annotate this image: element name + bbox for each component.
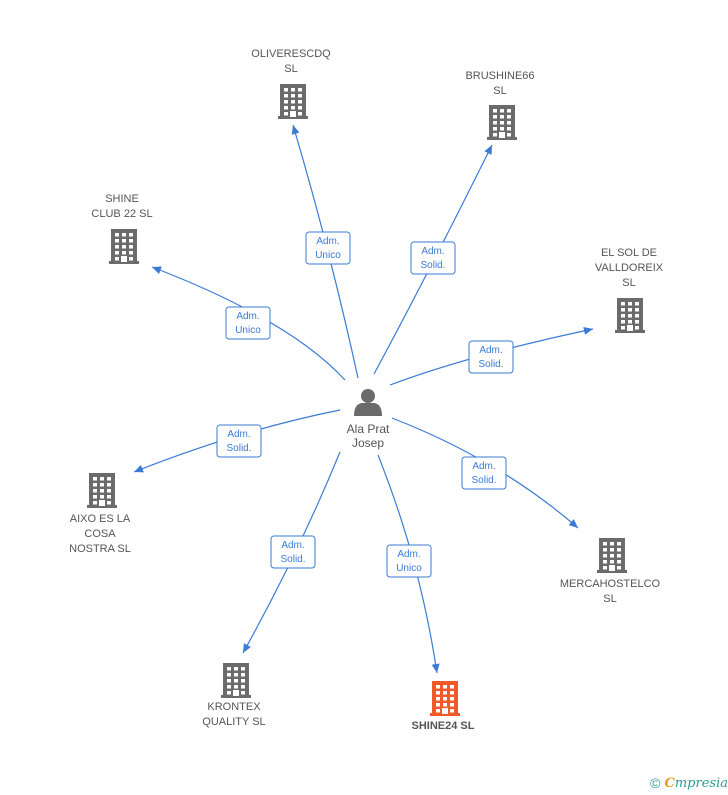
arrowhead-icon <box>484 145 492 155</box>
brand-logo: Cmpresia <box>664 775 728 791</box>
company-name-line: BRUSHINE66 <box>465 70 534 82</box>
building-icon[interactable] <box>109 229 139 264</box>
role-label-oliverescdq[interactable]: Adm. Unico <box>305 231 351 265</box>
role-label-brushine66[interactable]: Adm. Solid. <box>410 241 456 275</box>
svg-text:Unico: Unico <box>315 250 341 261</box>
svg-text:Solid.: Solid. <box>420 260 445 271</box>
company-name-line: AIXO ES LA <box>70 513 131 525</box>
building-icon[interactable] <box>430 681 460 716</box>
arrowhead-icon <box>291 125 300 135</box>
company-name-line: SL <box>493 85 506 97</box>
svg-text:Adm.: Adm. <box>227 429 250 440</box>
company-name-line: SL <box>284 63 297 75</box>
svg-text:Adm.: Adm. <box>479 345 502 356</box>
company-name-line: NOSTRA SL <box>69 543 131 555</box>
company-node-el-sol-de-valldoreix[interactable]: EL SOL DE VALLDOREIX SL <box>595 247 664 333</box>
role-label-shine-club-22[interactable]: Adm. Unico <box>225 306 271 340</box>
footer-branding: © Cmpresia <box>650 775 728 791</box>
company-name-line: SL <box>603 593 616 605</box>
role-label-shine24[interactable]: Adm. Unico <box>386 544 432 578</box>
svg-text:Solid.: Solid. <box>226 443 251 454</box>
building-icon[interactable] <box>597 538 627 573</box>
company-node-shine-club-22[interactable]: SHINE CLUB 22 SL <box>91 193 153 264</box>
company-node-aixo-es-la-cosa-nostra[interactable]: AIXO ES LA COSA NOSTRA SL <box>69 473 131 555</box>
company-node-krontex-quality[interactable]: KRONTEX QUALITY SL <box>202 663 266 728</box>
arrowhead-icon <box>134 464 144 473</box>
company-node-shine24[interactable]: SHINE24 SL <box>412 681 475 732</box>
person-name-line: Josep <box>352 436 384 450</box>
company-name-line: MERCAHOSTELCO <box>560 578 661 590</box>
company-node-oliverescdq[interactable]: OLIVERESCDQ SL <box>251 48 331 119</box>
svg-text:Adm.: Adm. <box>472 461 495 472</box>
building-icon[interactable] <box>278 84 308 119</box>
company-name-line: CLUB 22 SL <box>91 208 152 220</box>
person-name-line: Ala Prat <box>347 422 390 436</box>
copyright-icon: © <box>650 775 661 791</box>
role-label-el-sol-de-valldoreix[interactable]: Adm. Solid. <box>468 340 514 374</box>
svg-text:Adm.: Adm. <box>421 246 444 257</box>
arrowhead-icon <box>243 643 251 653</box>
company-name-line: SL <box>622 277 635 289</box>
arrowhead-icon <box>431 663 440 673</box>
company-name-line: OLIVERESCDQ <box>251 48 331 60</box>
company-name-line: SHINE <box>105 193 139 205</box>
role-label-krontex-quality[interactable]: Adm. Solid. <box>270 535 316 569</box>
building-icon[interactable] <box>221 663 251 698</box>
company-name-line: QUALITY SL <box>202 716 265 728</box>
company-name-line: VALLDOREIX <box>595 262 664 274</box>
role-label-aixo-es-la-cosa-nostra[interactable]: Adm. Solid. <box>216 424 262 458</box>
svg-text:Adm.: Adm. <box>236 311 259 322</box>
building-icon[interactable] <box>87 473 117 508</box>
building-icon[interactable] <box>615 298 645 333</box>
company-name-line: SHINE24 SL <box>412 720 475 732</box>
company-node-mercahostelco[interactable]: MERCAHOSTELCO SL <box>560 538 661 605</box>
company-name-line: EL SOL DE <box>601 247 657 259</box>
svg-text:Solid.: Solid. <box>471 475 496 486</box>
svg-text:Solid.: Solid. <box>280 554 305 565</box>
svg-text:Unico: Unico <box>396 563 422 574</box>
arrowhead-icon <box>152 266 162 274</box>
role-label-mercahostelco[interactable]: Adm. Solid. <box>461 456 507 490</box>
svg-text:Adm.: Adm. <box>397 549 420 560</box>
company-name-line: COSA <box>84 528 116 540</box>
arrowhead-icon <box>568 519 578 528</box>
company-name-line: KRONTEX <box>207 701 261 713</box>
arrowhead-icon <box>583 326 593 335</box>
svg-text:Unico: Unico <box>235 325 261 336</box>
svg-text:Adm.: Adm. <box>316 236 339 247</box>
svg-text:Adm.: Adm. <box>281 540 304 551</box>
building-icon[interactable] <box>487 105 517 140</box>
svg-text:Solid.: Solid. <box>478 359 503 370</box>
person-icon <box>354 389 382 416</box>
